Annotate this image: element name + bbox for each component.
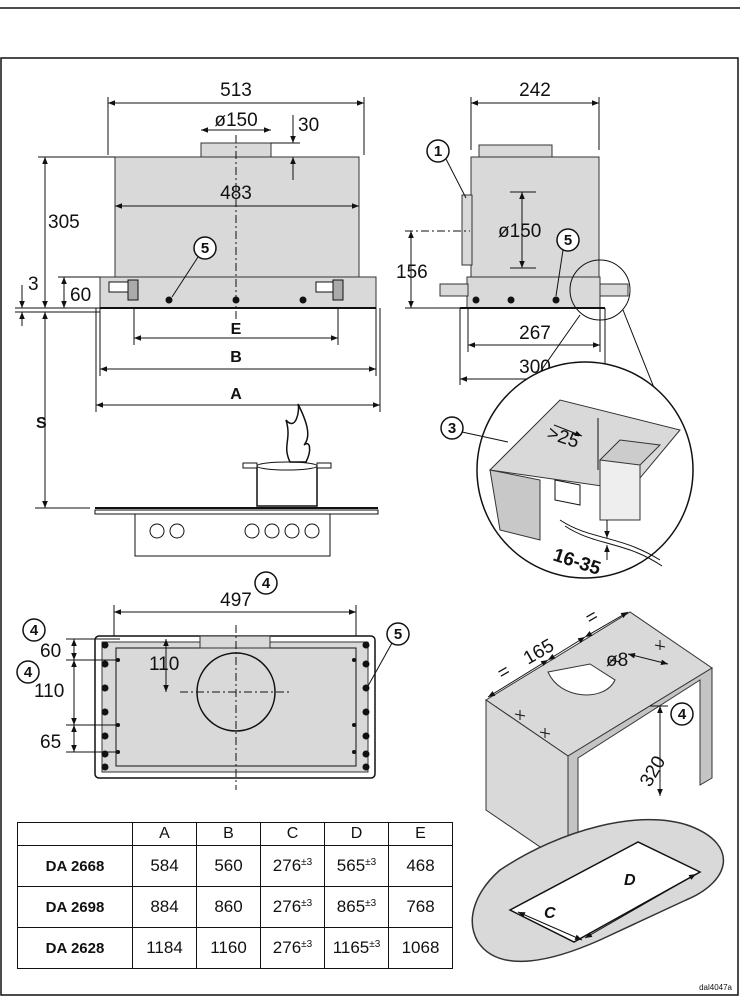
table-header-cell	[17, 822, 133, 846]
dim-513: 513	[220, 80, 252, 101]
dim-156: 156	[396, 262, 428, 283]
value-E: 1068	[388, 927, 453, 969]
label-D: D	[624, 872, 636, 889]
dim-60-front: 60	[70, 285, 91, 306]
dim-side-duct-diameter: ø150	[498, 221, 541, 242]
callout-4-cabinet: 4	[678, 706, 687, 723]
value-C: 276±3	[260, 845, 325, 887]
dim-hole-diameter: ø8	[606, 650, 628, 671]
dim-30: 30	[298, 115, 319, 136]
table-row: DA 2628 1184 1160 276±3 1165±3 1068	[17, 927, 453, 969]
flame-icon	[285, 403, 311, 463]
value-D: 865±3	[324, 886, 389, 928]
value-D: 565±3	[324, 845, 389, 887]
dim-110-left: 110	[34, 681, 64, 702]
table-header-cell: D	[324, 822, 389, 846]
dim-3: 3	[28, 274, 39, 295]
model-dimension-table: A B C D E DA 2668 584 560 276±3 565±3 46…	[17, 822, 453, 969]
bottom-view: 4 497 60 110 65 4 4	[16, 571, 410, 790]
dim-110-center: 110	[149, 654, 179, 675]
model-name: DA 2628	[17, 927, 133, 969]
cooktop-control-panel	[134, 513, 331, 557]
table-row: DA 2698 884 860 276±3 865±3 768	[17, 886, 453, 928]
value-B: 1160	[196, 927, 261, 969]
dim-267: 267	[519, 323, 551, 344]
model-name: DA 2698	[17, 886, 133, 928]
value-C: 276±3	[260, 886, 325, 928]
callout-4-top: 4	[262, 575, 271, 592]
label-S: S	[36, 415, 47, 432]
value-A: 1184	[132, 927, 197, 969]
hood-body	[114, 156, 360, 279]
value-B: 560	[196, 845, 261, 887]
front-view: 513 ø150 30 305 483 5 3 60 E	[15, 80, 381, 557]
value-E: 468	[388, 845, 453, 887]
table-row: DA 2668 584 560 276±3 565±3 468	[17, 845, 453, 887]
callout-4-bottom-a: 4	[30, 622, 39, 639]
table-header-cell: B	[196, 822, 261, 846]
callout-4-bottom-b: 4	[24, 664, 33, 681]
dim-483: 483	[220, 183, 252, 204]
cutout-view: C D	[471, 818, 724, 962]
dim-60-bottom: 60	[40, 641, 61, 662]
value-E: 768	[388, 886, 453, 928]
table-header-row: A B C D E	[17, 822, 453, 846]
cabinet-equal-left: =	[494, 661, 514, 685]
table-header-cell: A	[132, 822, 197, 846]
cooking-pot	[256, 465, 318, 507]
label-A: A	[230, 386, 242, 403]
image-code: dal4047a	[699, 983, 732, 992]
cabinet-view: ø8 = 165 = 320 4	[485, 606, 713, 867]
side-hood-body	[470, 156, 600, 279]
table-header-cell: C	[260, 822, 325, 846]
value-D: 1165±3	[324, 927, 389, 969]
value-B: 860	[196, 886, 261, 928]
label-B: B	[230, 349, 242, 366]
dim-497: 497	[220, 590, 252, 611]
cabinet-equal-right: =	[582, 606, 602, 630]
table-header-cell: E	[388, 822, 453, 846]
callout-5-bottom: 5	[394, 626, 402, 643]
dim-305: 305	[48, 212, 80, 233]
callout-1-side: 1	[434, 143, 442, 160]
value-A: 584	[132, 845, 197, 887]
value-A: 884	[132, 886, 197, 928]
model-name: DA 2668	[17, 845, 133, 887]
side-duct-flange	[461, 194, 473, 266]
side-view: 242 1 ø150 5 156 267 300	[396, 80, 683, 459]
dim-65: 65	[40, 732, 61, 753]
cabinet-cutout	[547, 663, 616, 696]
callout-3-detail: 3	[448, 420, 456, 437]
value-C: 276±3	[260, 927, 325, 969]
label-C: C	[544, 905, 556, 922]
detail-view: >25 16-35 3	[440, 361, 694, 580]
callout-5-side: 5	[564, 232, 572, 249]
dim-242: 242	[519, 80, 551, 101]
dim-320: 320	[636, 753, 670, 791]
drawing-frame	[0, 57, 739, 996]
callout-5-front: 5	[201, 240, 209, 257]
label-E: E	[231, 321, 242, 338]
dim-duct-diameter: ø150	[214, 110, 257, 131]
